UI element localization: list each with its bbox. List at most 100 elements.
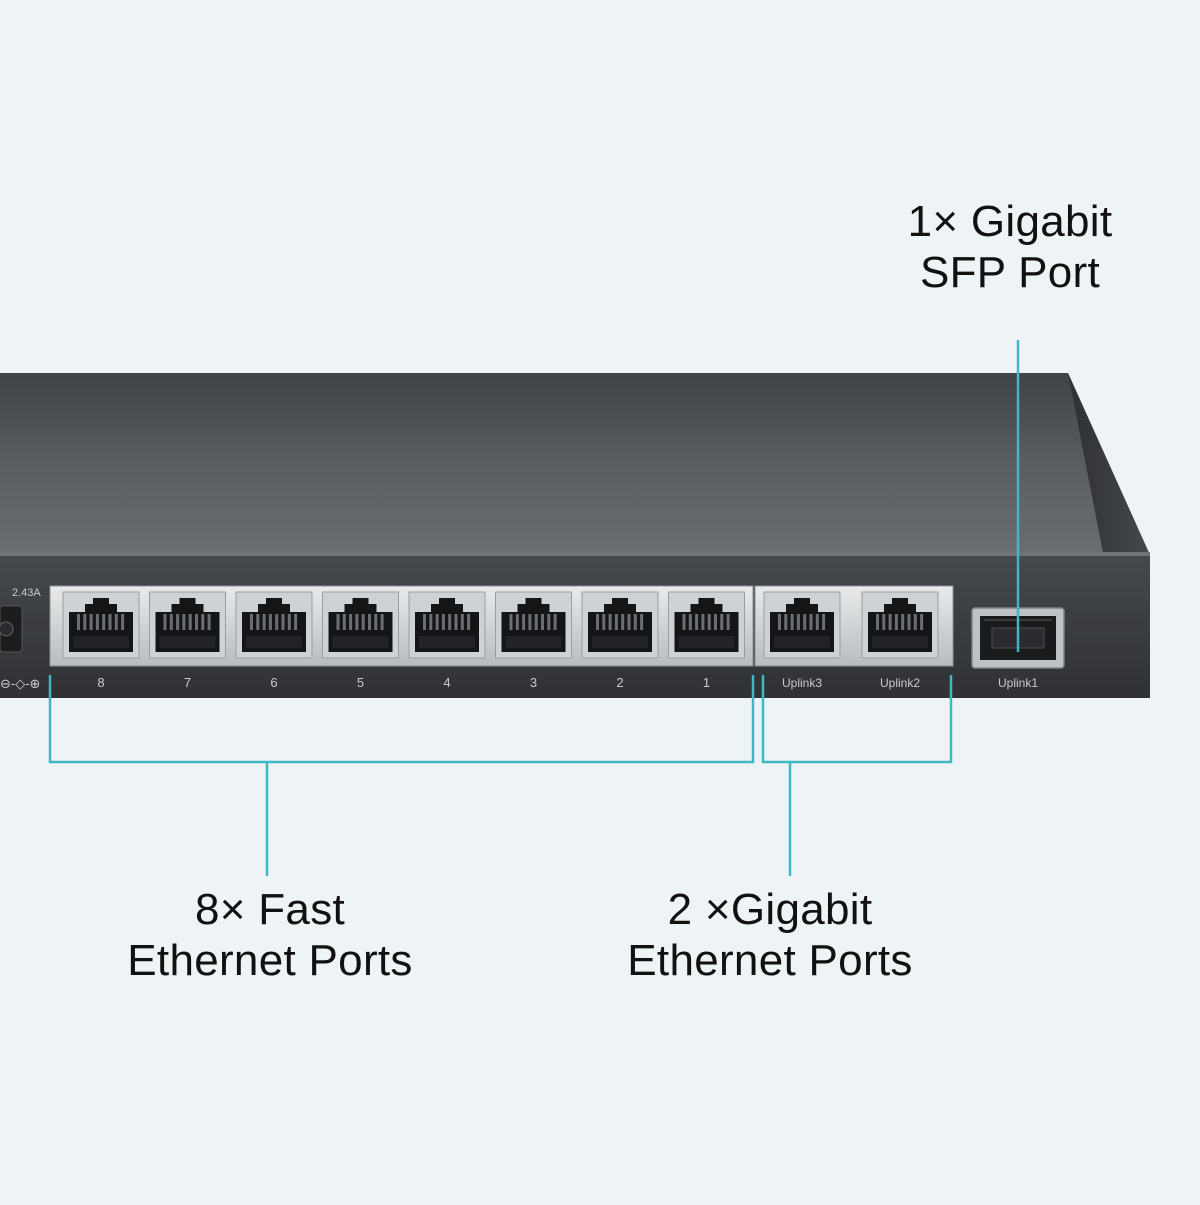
- port-pin: [707, 614, 711, 630]
- port-pin: [429, 614, 433, 630]
- port-pin: [201, 614, 205, 630]
- port-pin: [640, 614, 644, 630]
- port-pin: [374, 614, 378, 630]
- port-pin: [720, 614, 724, 630]
- rj45-port[interactable]: [322, 591, 399, 659]
- port-pin: [695, 614, 699, 630]
- port-pin: [89, 614, 93, 630]
- port-latch-recess: [872, 636, 928, 648]
- port-pin: [256, 614, 260, 630]
- port-pin: [294, 614, 298, 630]
- port-pin: [460, 614, 464, 630]
- port-latch-recess: [73, 636, 129, 648]
- fast-bracket: [48, 675, 755, 764]
- port-pin: [608, 614, 612, 630]
- rj45-port[interactable]: [408, 591, 486, 659]
- port-pin: [83, 614, 87, 630]
- port-pin: [454, 614, 458, 630]
- gigabit-callout-line2: Ethernet Ports: [627, 936, 913, 985]
- port-pin: [515, 614, 519, 630]
- port-pin: [633, 614, 637, 630]
- rj45-port[interactable]: [763, 591, 841, 659]
- port-pin: [714, 614, 717, 630]
- port-pin: [441, 614, 445, 630]
- port-label: Uplink3: [782, 676, 822, 690]
- port-pin: [281, 614, 285, 630]
- port-pin: [207, 614, 211, 630]
- port-label: Uplink2: [880, 676, 920, 690]
- port-pin: [336, 614, 340, 630]
- port-label: 3: [530, 675, 537, 690]
- port-pin: [778, 614, 781, 630]
- port-pin: [621, 614, 625, 630]
- port-pin: [822, 614, 826, 630]
- port-pin: [423, 614, 426, 630]
- sfp-port-callout: 1× Gigabit SFP Port: [870, 196, 1150, 298]
- port-pin: [688, 614, 692, 630]
- rj45-port[interactable]: [149, 591, 226, 659]
- port-pin: [522, 614, 526, 630]
- port-label: 6: [270, 675, 277, 690]
- port-pin: [596, 614, 599, 630]
- port-pin: [368, 614, 371, 630]
- port-pin: [195, 614, 198, 630]
- port-pin: [169, 614, 173, 630]
- port-pin: [509, 614, 513, 630]
- rj45-port[interactable]: [495, 591, 572, 659]
- port-pin: [614, 614, 618, 630]
- port-pin: [682, 614, 686, 630]
- port-pin: [448, 614, 452, 630]
- port-latch-recess: [332, 636, 389, 648]
- port-pin: [726, 614, 730, 630]
- sfp-callout-line1: 1× Gigabit: [907, 197, 1113, 246]
- port-pin: [876, 614, 879, 630]
- port-pin: [796, 614, 800, 630]
- port-latch-recess: [246, 636, 302, 648]
- port-pin: [262, 614, 266, 630]
- port-pin: [380, 614, 384, 630]
- port-pin: [342, 614, 346, 630]
- port-pin: [553, 614, 557, 630]
- port-pin: [182, 614, 186, 630]
- port-latch-recess: [592, 636, 648, 648]
- gigabit-bracket: [761, 675, 953, 764]
- port-label: 4: [443, 675, 450, 690]
- port-pin: [888, 614, 892, 630]
- port-pin: [894, 614, 898, 630]
- port-pin: [815, 614, 819, 630]
- rj45-port[interactable]: [668, 591, 745, 659]
- fast-callout-line1: 8× Fast: [194, 885, 346, 934]
- gigabit-ethernet-ports: Uplink3 Uplink2: [763, 591, 939, 690]
- gigabit-ports-callout: 2 ×Gigabit Ethernet Ports: [590, 884, 950, 986]
- port-pin: [534, 614, 538, 630]
- port-latch-recess: [419, 636, 475, 648]
- rj45-port[interactable]: [235, 591, 313, 659]
- port-pin: [790, 614, 794, 630]
- port-pin: [77, 614, 80, 630]
- port-pin: [287, 614, 291, 630]
- port-pin: [114, 614, 118, 630]
- port-pin: [467, 614, 471, 630]
- callout-lines: [48, 340, 1020, 876]
- rj45-port[interactable]: [62, 591, 140, 659]
- polarity-symbol: ⊖-◇-⊕: [0, 676, 40, 691]
- sfp-port-label: Uplink1: [998, 676, 1038, 690]
- port-pin: [163, 614, 167, 630]
- rj45-port[interactable]: [861, 591, 939, 659]
- dc-power-jack-pin: [0, 621, 14, 637]
- port-latch-recess: [159, 636, 216, 648]
- port-pin: [602, 614, 606, 630]
- port-pin: [803, 614, 807, 630]
- port-latch-recess: [774, 636, 830, 648]
- port-pin: [547, 614, 551, 630]
- port-pin: [108, 614, 112, 630]
- chassis-top: [0, 373, 1150, 555]
- port-pin: [882, 614, 886, 630]
- power-rating-label: 2.43A: [12, 587, 41, 599]
- rj45-port[interactable]: [581, 591, 659, 659]
- port-latch-recess: [678, 636, 735, 648]
- port-pin: [435, 614, 439, 630]
- port-pin: [627, 614, 631, 630]
